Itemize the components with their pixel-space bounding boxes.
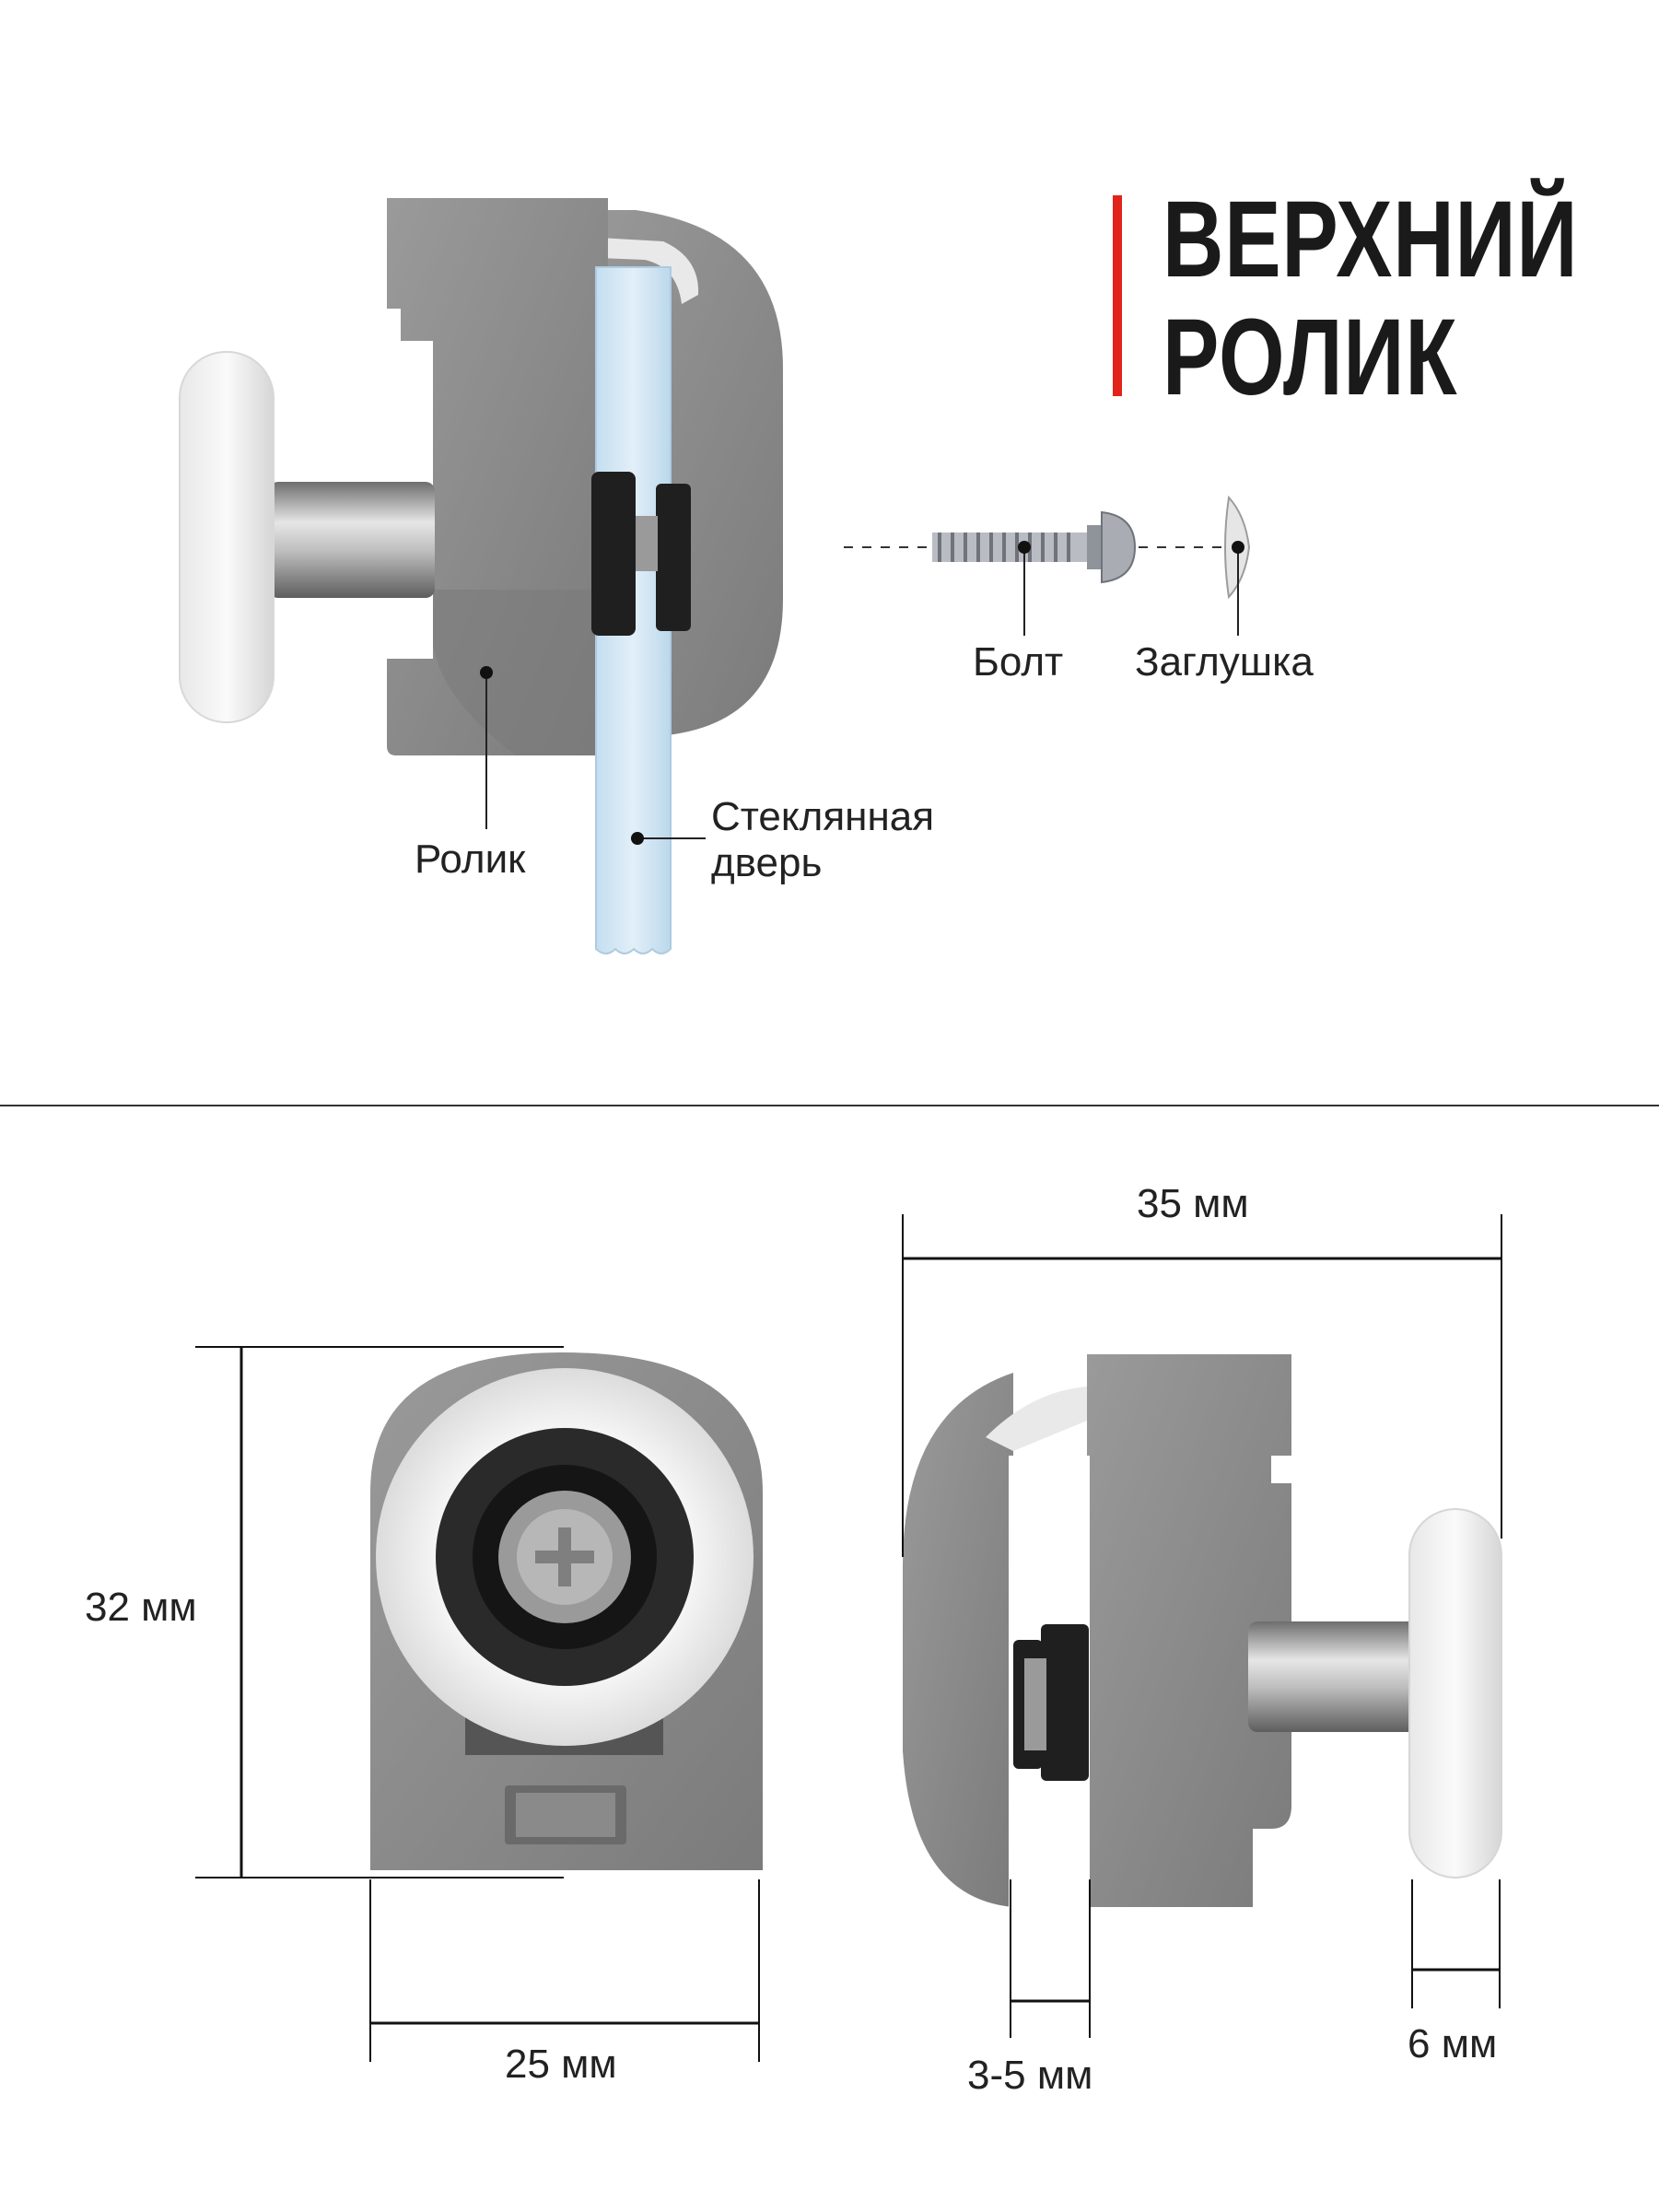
leader-dot [1232,541,1244,554]
bushing-outer [656,484,691,631]
axle-shaft [269,482,435,598]
roller-assembly-side [179,198,783,954]
leader-lines [485,547,1239,839]
wheel [179,351,275,723]
dim-height-label: 32 мм [85,1585,197,1630]
bushing-inner [591,472,636,636]
title-accent-bar [1113,195,1122,396]
label-roller: Ролик [415,837,526,882]
leader-dot [1018,541,1031,554]
leader-dot [631,832,644,845]
label-glass-door-line1: Стеклянная [711,794,935,839]
roller-side-view [903,1354,1502,1916]
title-line-2: РОЛИК [1162,297,1458,418]
label-bolt: Болт [973,639,1064,685]
bolt-icon [932,510,1137,584]
dimension-lines [195,1214,1502,2062]
dim-depth-label: 35 мм [1137,1181,1249,1226]
leader-dot [480,666,493,679]
title-line-1: ВЕРХНИЙ [1162,179,1579,300]
product-title: ВЕРХНИЙ РОЛИК [1162,181,1578,416]
roller-front-view [370,1352,763,1870]
dim-glass-thickness-label: 3-5 мм [967,2053,1093,2098]
label-cap: Заглушка [1135,639,1314,685]
dim-wheel-width-label: 6 мм [1408,2021,1498,2066]
dim-front-width-label: 25 мм [505,2042,617,2087]
label-glass-door-line2: дверь [711,840,823,885]
